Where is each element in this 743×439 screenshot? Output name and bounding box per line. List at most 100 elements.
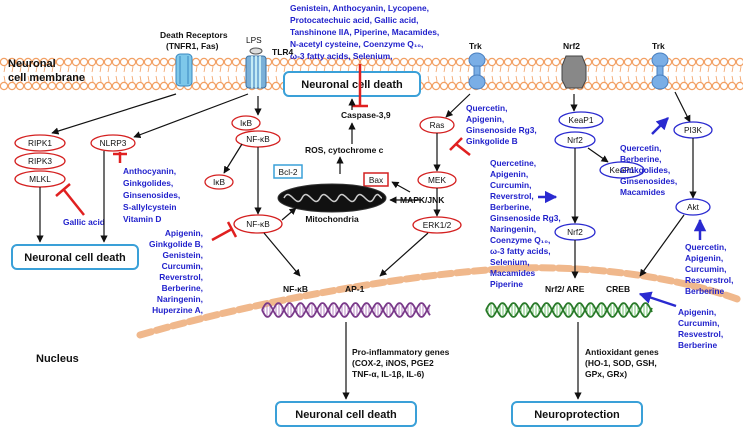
- lipid-head: [599, 57, 609, 67]
- lipid-head: [431, 81, 441, 91]
- lipid-head: [71, 57, 81, 67]
- lipid-head: [439, 81, 449, 91]
- compound-line: Ginsenoside Rg3,: [466, 125, 537, 135]
- lipid-head: [711, 81, 721, 91]
- akt-node: [675, 198, 711, 216]
- lipid-head: [591, 57, 601, 67]
- tlr4-receptor-icon: [245, 55, 267, 89]
- ikb-free-node: [204, 174, 234, 190]
- dna-left-icon: [261, 302, 431, 318]
- lipid-head: [519, 81, 529, 91]
- gallic-acid-label: Gallic acid: [63, 217, 105, 227]
- ras-label: Ras: [430, 120, 445, 130]
- membrane-label-line2: cell membrane: [8, 72, 85, 84]
- mitochondria-icon: [277, 183, 387, 213]
- compound-line: Genistein,: [163, 250, 204, 260]
- lipid-head: [551, 57, 561, 67]
- lipid-head: [159, 81, 169, 91]
- lipid-head: [679, 57, 689, 67]
- lipid-head: [615, 57, 625, 67]
- mlkl-label: MLKL: [29, 174, 51, 184]
- lipid-head: [495, 81, 505, 91]
- compound-line: Quercetin,: [620, 143, 661, 153]
- lipid-head: [95, 57, 105, 67]
- neuronal-death-text-top: Neuronal cell death: [301, 79, 403, 91]
- lipid-head: [167, 81, 177, 91]
- compound-line: ω-3 fatty acids, Selenium,: [290, 51, 393, 61]
- compound-line: Curcumin,: [678, 318, 719, 328]
- keap1-top-node: [558, 111, 604, 129]
- bcl2-label: Bcl-2: [279, 167, 298, 177]
- ros-label: ROS, cytochrome c: [305, 145, 384, 155]
- lipid-head: [687, 81, 697, 91]
- lipid-head: [7, 57, 17, 67]
- ikb-top-node: [231, 115, 261, 131]
- arrow-nfkb-to-mito: [281, 207, 297, 221]
- lipid-head: [719, 81, 729, 91]
- compound-line: Berberine: [685, 286, 724, 296]
- lipid-head: [39, 81, 49, 91]
- compound-line: Reverstrol,: [159, 272, 203, 282]
- proinflammatory-genes: Pro-inflammatory genes (COX-2, iNOS, PGE…: [352, 347, 450, 379]
- lipid-head: [535, 81, 545, 91]
- dna-strand: [261, 302, 431, 318]
- lipid-head: [207, 81, 217, 91]
- arrow-nrf2-to-keap1: [587, 147, 609, 163]
- lipid-head: [583, 81, 593, 91]
- inhibit-gallic: [63, 189, 85, 216]
- lipid-head: [511, 81, 521, 91]
- nfkb-active-label: NF-κB: [246, 219, 270, 229]
- lipid-head: [215, 57, 225, 67]
- lipid-head: [423, 57, 433, 67]
- lipid-head: [591, 81, 601, 91]
- compound-line: Berberine,: [162, 283, 203, 293]
- lipid-head: [327, 57, 337, 67]
- lipid-head: [351, 57, 361, 67]
- lipid-head: [295, 57, 305, 67]
- lipid-head: [23, 57, 33, 67]
- lipid-head: [735, 81, 743, 91]
- neuroprotection-text: Neuroprotection: [534, 409, 620, 421]
- compound-line: Protocatechuic acid, Gallic acid,: [290, 15, 418, 25]
- bax-box: [363, 172, 389, 187]
- lipid-head: [15, 57, 25, 67]
- compound-line: Naringenin,: [490, 224, 536, 234]
- lipid-head: [223, 57, 233, 67]
- bax-label: Bax: [369, 175, 384, 185]
- lipid-head: [215, 81, 225, 91]
- activate-creb-arrow: [638, 291, 677, 308]
- lipid-head: [711, 57, 721, 67]
- tlr4-label: TLR4: [272, 47, 294, 57]
- compound-line: Coenzyme Q₁₀,: [490, 235, 550, 245]
- lipid-head: [511, 57, 521, 67]
- lipid-head: [535, 57, 545, 67]
- lipid-head: [151, 57, 161, 67]
- nlrp3-node: [90, 134, 136, 152]
- lipid-head: [631, 81, 641, 91]
- lipid-head: [543, 57, 553, 67]
- dna-strand: [261, 302, 431, 318]
- ripk3-label: RIPK3: [28, 156, 52, 166]
- nrf2-receptor-icon: [561, 55, 587, 89]
- lipid-head: [223, 81, 233, 91]
- arrow-erk-to-ap1: [379, 232, 429, 277]
- lipid-head: [47, 57, 57, 67]
- lipid-head: [63, 81, 73, 91]
- lipid-head: [503, 81, 513, 91]
- compound-line: Ginkgolides,: [123, 178, 173, 188]
- lipid-head: [55, 81, 65, 91]
- gene-line: GPx, GRx): [585, 369, 627, 379]
- lipid-head: [495, 57, 505, 67]
- nrf2-are-label: Nrf2/ ARE: [545, 284, 585, 294]
- lipid-head: [191, 81, 201, 91]
- lipid-head: [519, 57, 529, 67]
- nfkb-top-label: NF-κB: [246, 134, 270, 144]
- gene-line: (COX-2, iNOS, PGE2: [352, 358, 434, 368]
- compound-line: Resverstrol,: [685, 275, 733, 285]
- lipid-head: [623, 57, 633, 67]
- compound-line: Apigenin,: [678, 307, 716, 317]
- lipid-head: [23, 81, 33, 91]
- lipid-head: [159, 57, 169, 67]
- lipid-head: [63, 57, 73, 67]
- pi3k-label: PI3K: [684, 125, 702, 135]
